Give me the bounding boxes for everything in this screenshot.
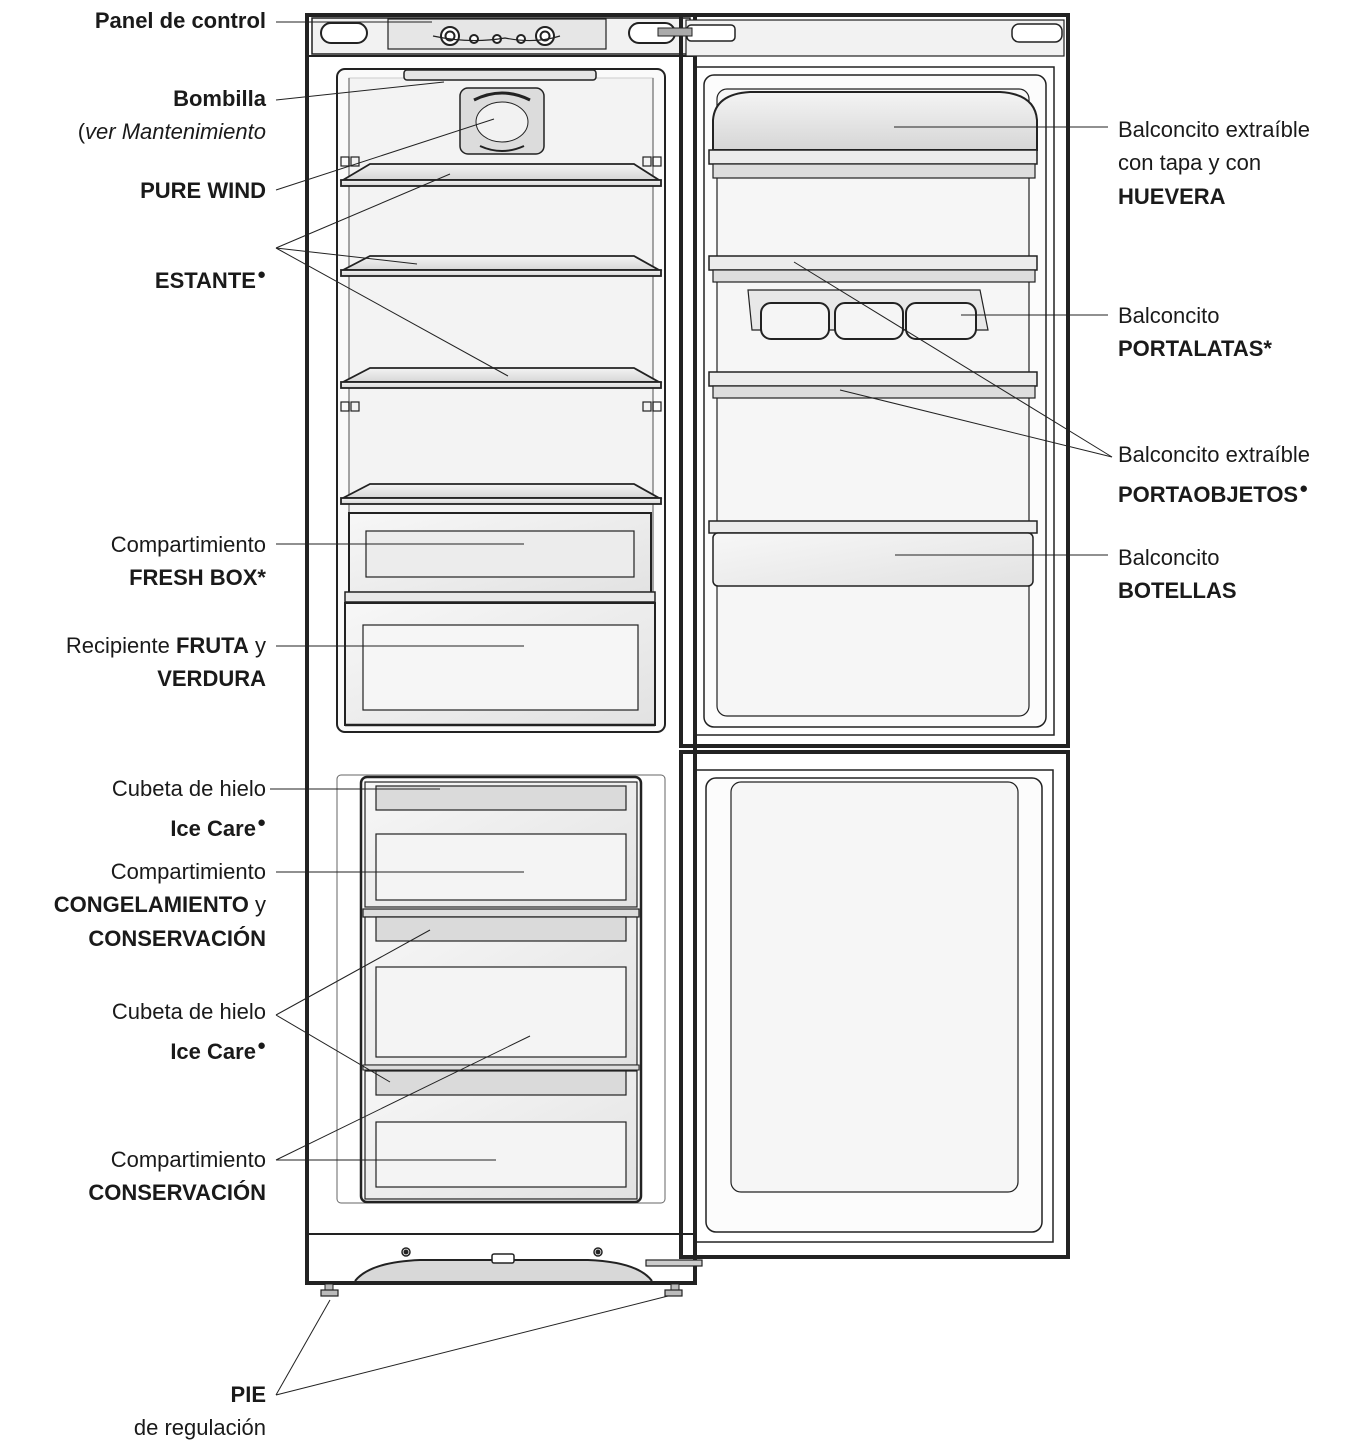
leader-lines (270, 21, 1113, 1396)
congelamiento-bold: CONGELAMIENTO (53, 892, 249, 917)
doors (645, 13, 1070, 1267)
label-huevera-line2: con tapa y con (1118, 150, 1262, 175)
label-pie: PIE (230, 1382, 266, 1407)
label-congelamiento-line3: CONSERVACIÓN (88, 926, 266, 951)
congelamiento-post: y (248, 892, 266, 917)
bullet-mark: ● (1299, 480, 1309, 497)
bullet-mark: ● (256, 266, 266, 283)
label-cubeta-1-line2: Ice Care● (170, 806, 266, 846)
label-conservacion-line2: CONSERVACIÓN (88, 1180, 266, 1205)
bombilla-note-text: ver Mantenimiento (85, 119, 266, 144)
bullet-mark: ● (256, 1037, 266, 1054)
label-cubeta-2-line1: Cubeta de hielo (111, 999, 266, 1024)
label-fresh-box-line2: FRESH BOX* (129, 565, 266, 590)
label-portalatas-line2: PORTALATAS* (1118, 336, 1272, 361)
label-pie-regulacion: de regulación (133, 1415, 266, 1440)
label-botellas-line1: Balconcito (1118, 545, 1220, 570)
label-panel-de-control: Panel de control (94, 8, 266, 33)
label-huevera-line3: HUEVERA (1118, 184, 1226, 209)
label-conservacion-line1: Compartimiento (110, 1147, 266, 1172)
label-cubeta-1-line1: Cubeta de hielo (111, 776, 266, 801)
ice-care-2: Ice Care (170, 1039, 256, 1064)
ice-care-1: Ice Care (170, 816, 256, 841)
label-bombilla: Bombilla (173, 86, 266, 111)
label-congelamiento-line1: Compartimiento (110, 859, 266, 884)
fruta-post: y (248, 633, 266, 658)
label-pure-wind: PURE WIND (140, 178, 266, 203)
label-portaobjetos-line2: PORTAOBJETOS● (1118, 472, 1308, 512)
label-cubeta-2-line2: Ice Care● (170, 1029, 266, 1069)
fruta-pre: Recipiente (65, 633, 176, 658)
label-estante: ESTANTE● (155, 258, 266, 298)
label-huevera-line1: Balconcito extraíble (1118, 117, 1310, 142)
label-botellas-line2: BOTELLAS (1118, 578, 1237, 603)
bullet-mark: ● (256, 814, 266, 831)
label-fresh-box-line1: Compartimiento (110, 532, 266, 557)
bombilla-note-paren: ( (77, 119, 86, 144)
portaobjetos-text: PORTAOBJETOS (1118, 482, 1299, 507)
label-fruta: Recipiente FRUTA y (66, 629, 266, 663)
estante-text: ESTANTE (154, 268, 256, 293)
label-congelamiento-line2: CONGELAMIENTO y (54, 888, 266, 922)
label-verdura: VERDURA (157, 666, 266, 691)
label-portaobjetos-line1: Balconcito extraíble (1118, 442, 1310, 467)
label-portalatas-line1: Balconcito (1118, 303, 1220, 328)
fridge-body (305, 13, 697, 1297)
label-bombilla-note: (ver Mantenimiento (78, 115, 266, 149)
fruta-bold: FRUTA (175, 633, 249, 658)
